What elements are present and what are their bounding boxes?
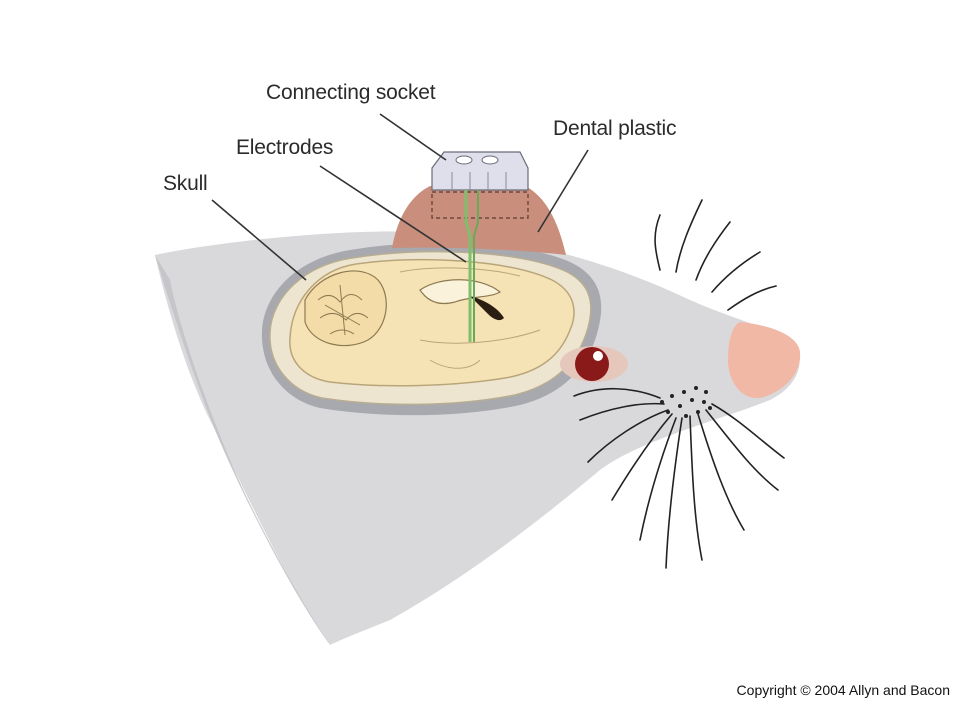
- label-electrodes: Electrodes: [236, 136, 334, 159]
- leader-lines: [211, 113, 589, 281]
- electrode-right: [473, 190, 479, 342]
- leader-dental-plastic: [537, 149, 589, 233]
- leader-skull: [211, 199, 307, 281]
- socket-body: [431, 151, 529, 191]
- label-dental-plastic: Dental plastic: [553, 117, 677, 140]
- snout-nose: [728, 322, 801, 399]
- cerebellum-folds: [317, 284, 369, 336]
- eye-highlight: [593, 351, 603, 361]
- socket-pin-lines: [451, 172, 507, 190]
- fur-shadow: [155, 255, 330, 645]
- skull-section: [261, 242, 602, 416]
- whiskers: [573, 199, 785, 569]
- eyeball: [575, 347, 609, 381]
- label-connecting-socket: Connecting socket: [266, 81, 436, 104]
- socket-pin-left: [455, 155, 473, 165]
- leader-connecting-socket: [379, 113, 447, 161]
- electrode-left: [464, 190, 472, 342]
- leader-electrodes: [319, 165, 467, 263]
- socket-pin-right: [481, 155, 499, 165]
- hippocampus: [419, 279, 502, 305]
- connecting-socket: [431, 151, 529, 191]
- copyright-notice: Copyright © 2004 Allyn and Bacon: [736, 682, 950, 698]
- cerebellum: [304, 270, 387, 347]
- ventricle: [470, 296, 504, 321]
- eye: [560, 346, 628, 382]
- dental-plastic-embed-outline: [431, 191, 529, 219]
- whisker-pad-dots: [660, 386, 712, 418]
- label-skull: Skull: [163, 172, 208, 195]
- brain-inner-lines: [399, 267, 541, 369]
